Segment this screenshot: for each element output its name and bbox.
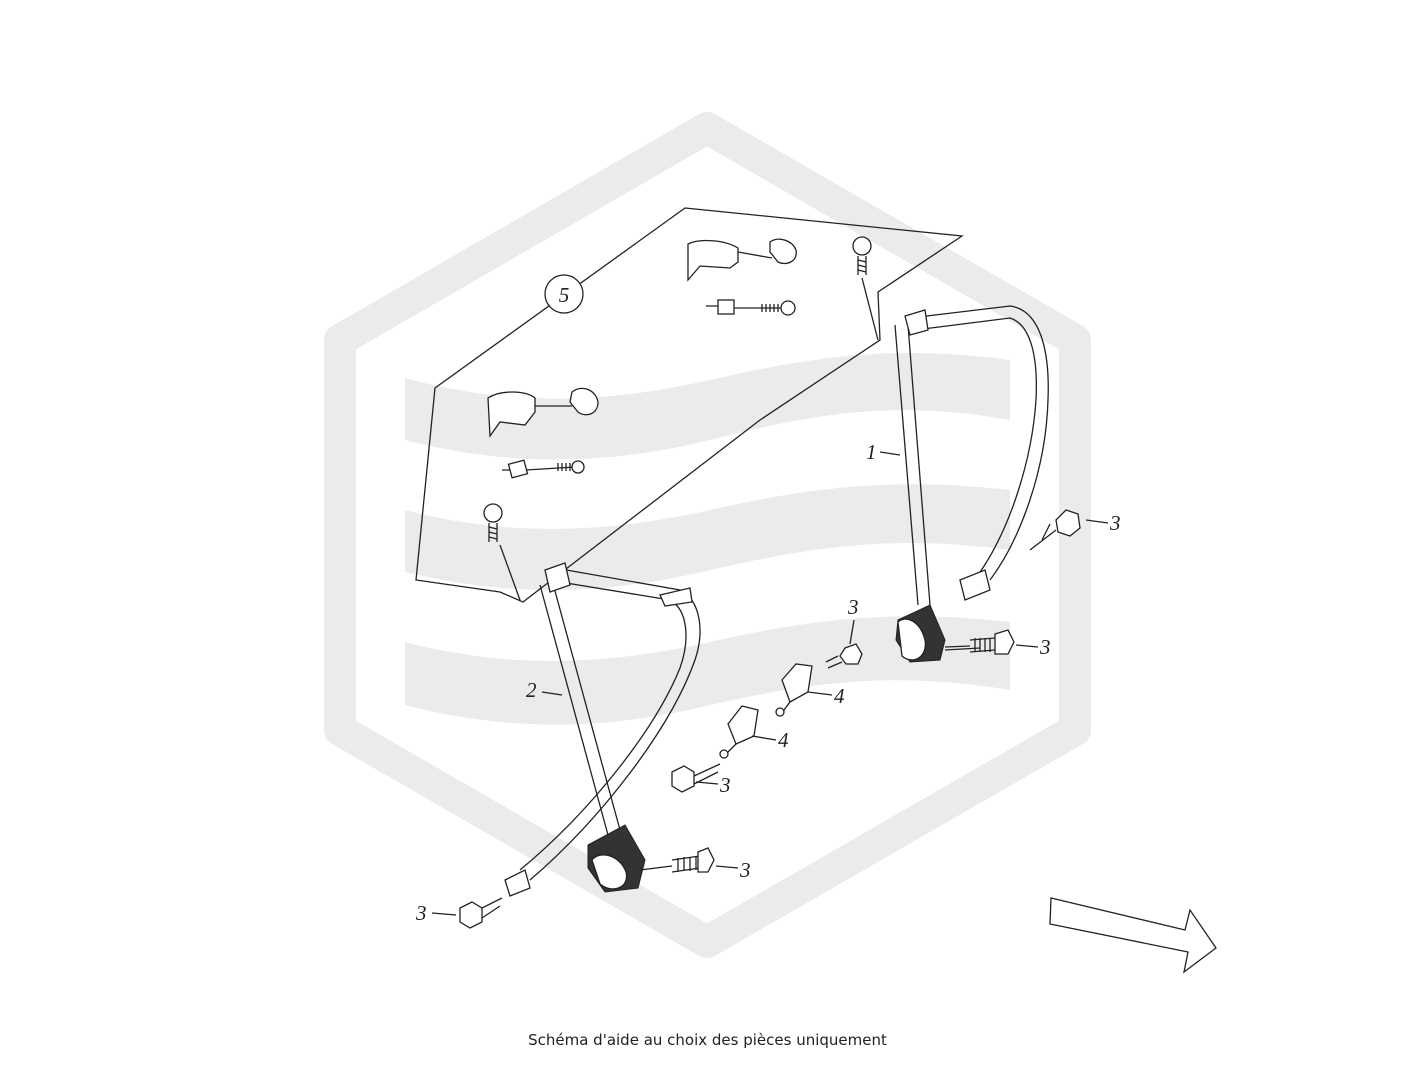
callout-3-left-bottom: 3	[415, 901, 427, 925]
buckle-lower	[719, 705, 759, 759]
bolt-right-bottom	[944, 629, 1015, 655]
upper-screw-nut	[706, 299, 796, 316]
upper-trim-cover	[687, 238, 797, 282]
diagram-caption: Schéma d'aide au choix des pièces unique…	[528, 1031, 887, 1049]
callout-3-right-bottom: 3	[1039, 635, 1051, 659]
callout-1: 1	[866, 440, 877, 464]
callout-3-right-top: 3	[1109, 511, 1121, 535]
direction-arrow-icon	[1049, 897, 1217, 974]
callout-4-upper: 4	[834, 684, 845, 708]
bolt-left-bottom	[459, 897, 503, 929]
right-upper-bolt	[852, 236, 879, 341]
callout-4-lower: 4	[778, 728, 789, 752]
bolt-left-buckle	[671, 847, 715, 873]
bolt-center-bottom	[671, 763, 721, 793]
callout-5-label: 5	[559, 283, 570, 307]
left-seatbelt	[504, 562, 701, 897]
lower-screw-nut	[502, 459, 585, 479]
buckle-upper	[775, 663, 813, 717]
right-seatbelt	[894, 305, 1049, 663]
kit-panel-outline	[415, 207, 964, 603]
left-upper-bolt	[483, 503, 521, 601]
callout-3-center-top: 3	[847, 595, 859, 619]
callout-5-circle	[544, 274, 584, 314]
leader-lines	[431, 451, 1109, 916]
bolt-center-top	[825, 643, 863, 669]
watermark-logo	[324, 112, 1091, 958]
bolt-right-top	[1029, 509, 1081, 551]
watermark-waves	[405, 352, 1010, 725]
callout-3-center-bottom: 3	[719, 773, 731, 797]
callout-3-left-buckle: 3	[739, 858, 751, 882]
callout-2: 2	[526, 678, 537, 702]
lower-trim-cover	[487, 387, 599, 438]
